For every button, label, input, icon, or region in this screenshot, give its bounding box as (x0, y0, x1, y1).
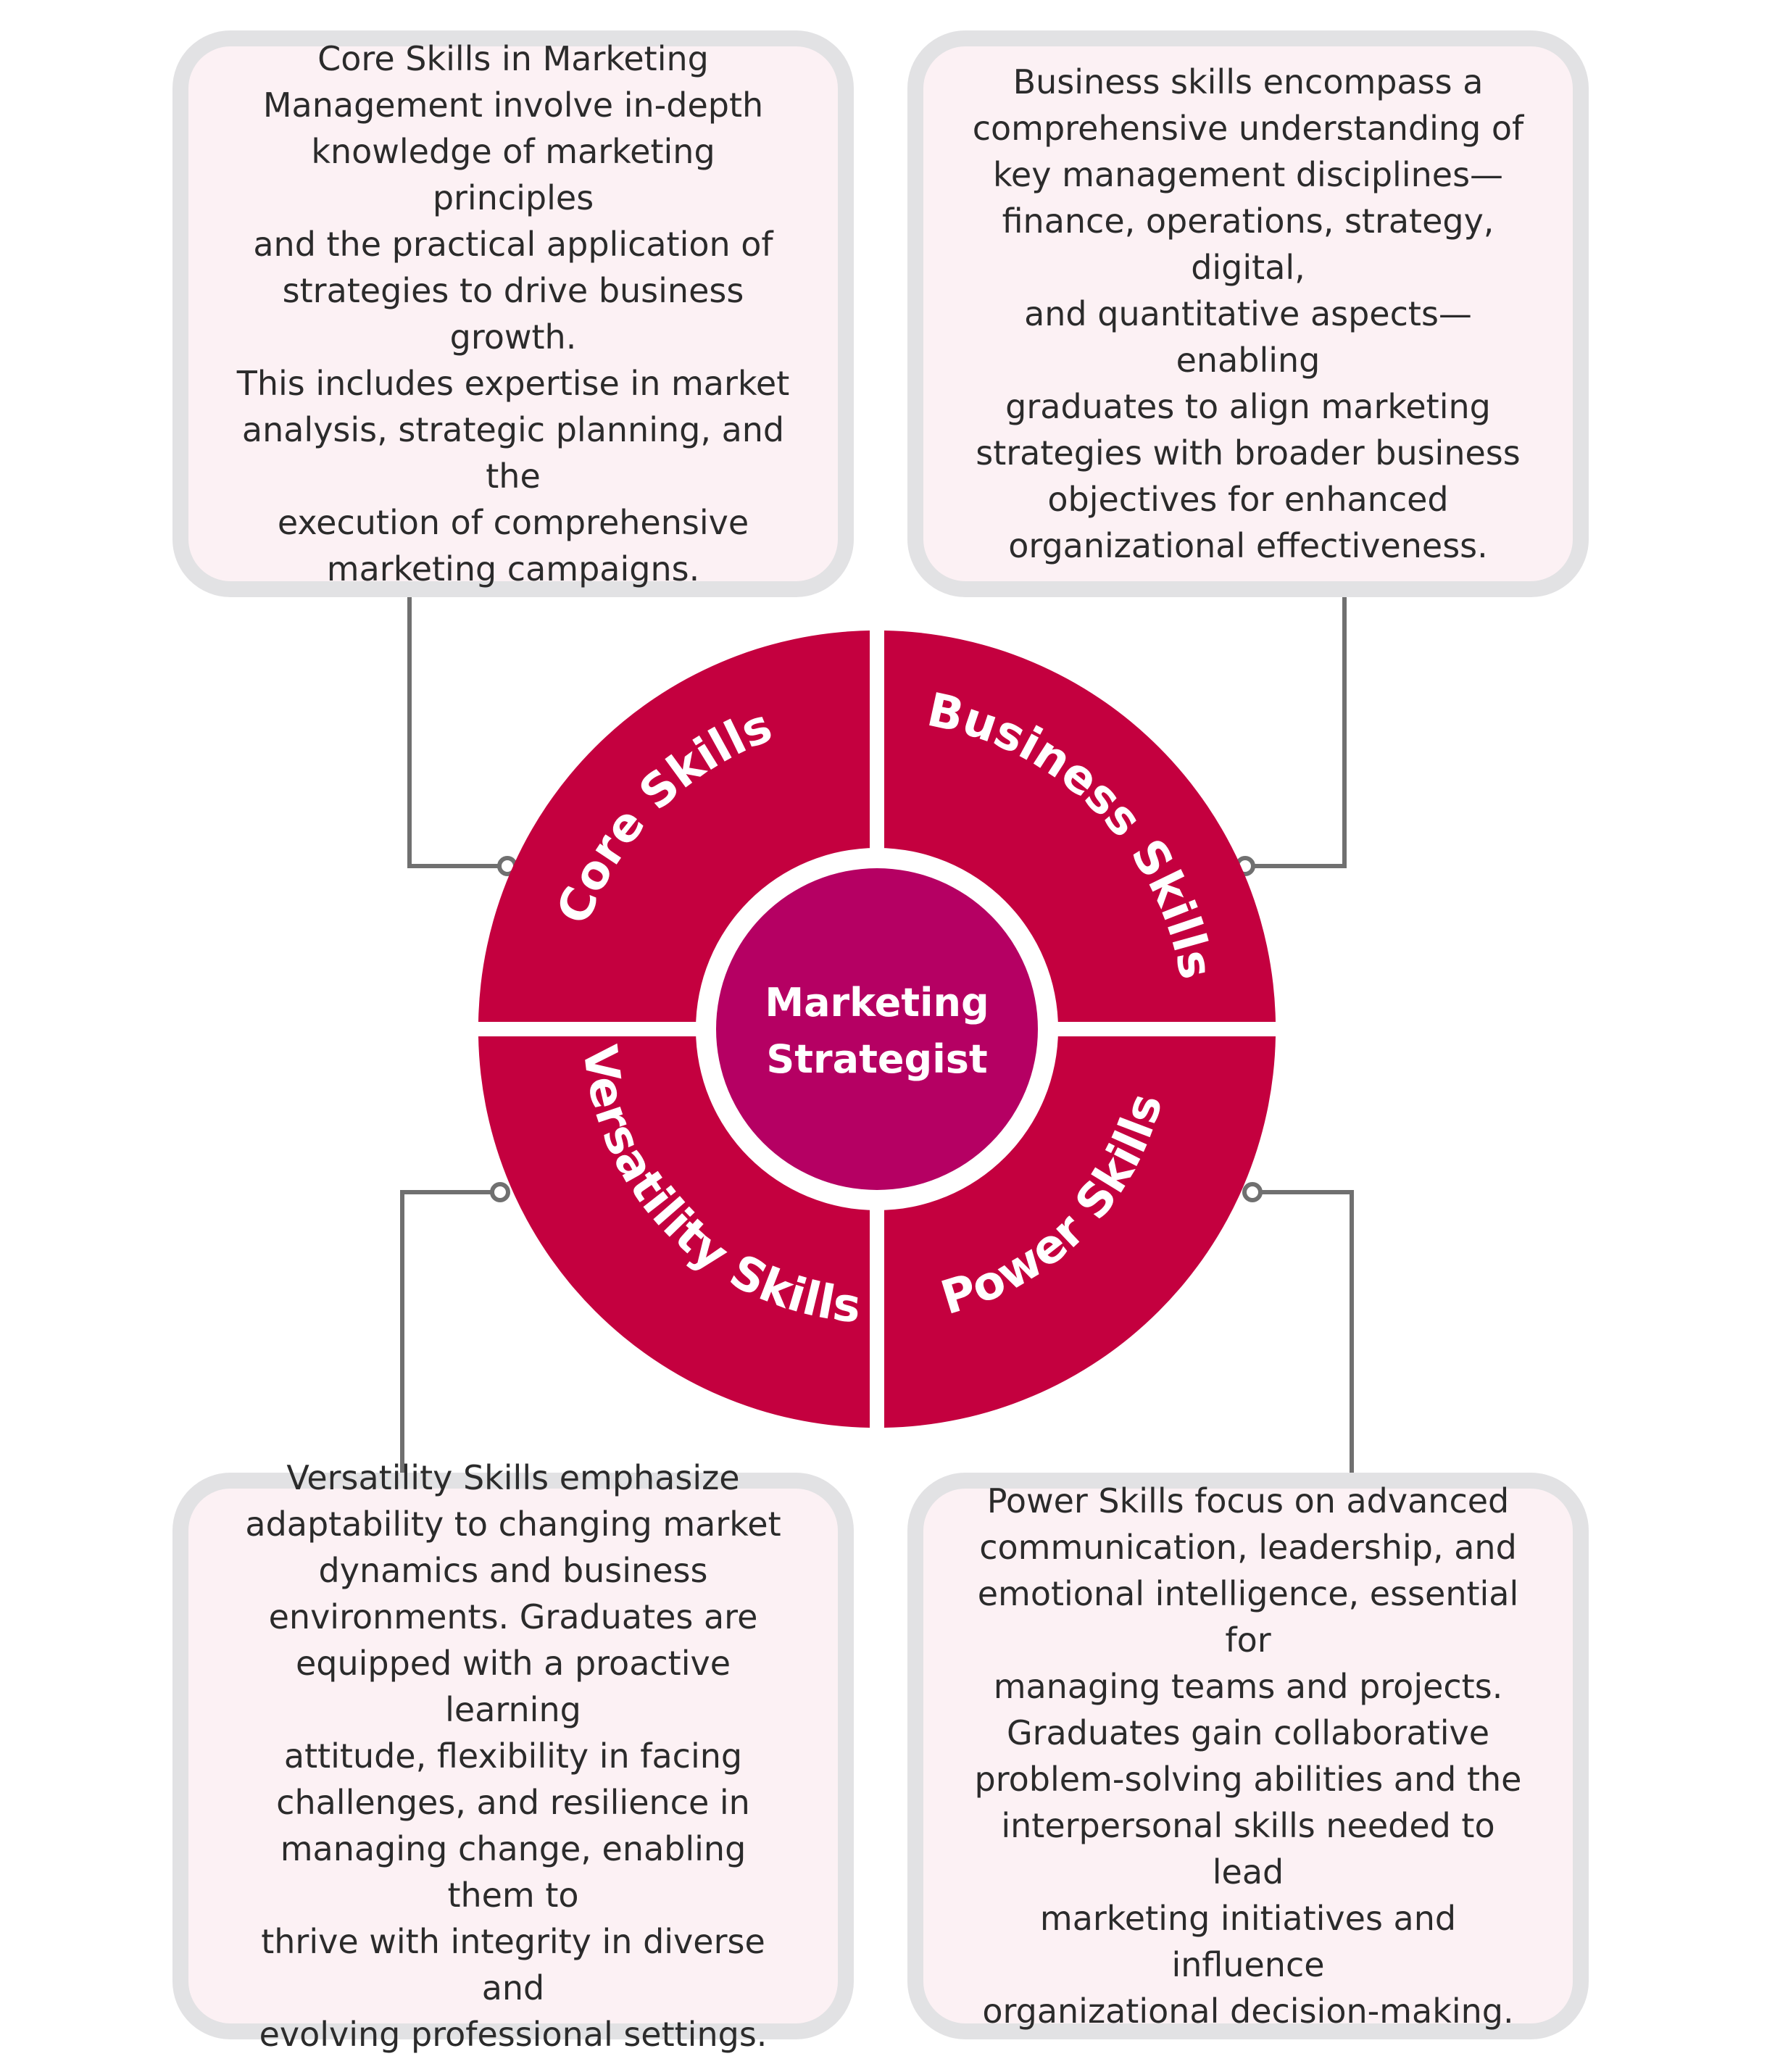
card-versatility-skills-text: Versatility Skills emphasize adaptabilit… (245, 1458, 781, 2054)
center-circle (716, 868, 1038, 1190)
connector-power (1252, 1190, 1354, 1473)
connector-dot-versatility (490, 1182, 510, 1202)
connector-business (1245, 597, 1347, 868)
card-core-skills-text: Core Skills in Marketing Management invo… (236, 39, 790, 588)
card-core-skills: Core Skills in Marketing Management invo… (172, 30, 854, 597)
card-power-skills-text: Power Skills focus on advanced communica… (974, 1481, 1522, 2031)
center-label-line2: Strategist (766, 1036, 987, 1082)
card-business-skills-text: Business skills encompass a comprehensiv… (972, 62, 1524, 565)
card-power-skills: Power Skills focus on advanced communica… (907, 1473, 1589, 2039)
card-business-skills: Business skills encompass a comprehensiv… (907, 30, 1589, 597)
connector-versatility (400, 1190, 500, 1473)
connector-core (407, 597, 507, 868)
center-label-line1: Marketing (765, 980, 989, 1025)
connector-dot-power (1242, 1182, 1263, 1202)
card-versatility-skills: Versatility Skills emphasize adaptabilit… (172, 1458, 854, 2054)
